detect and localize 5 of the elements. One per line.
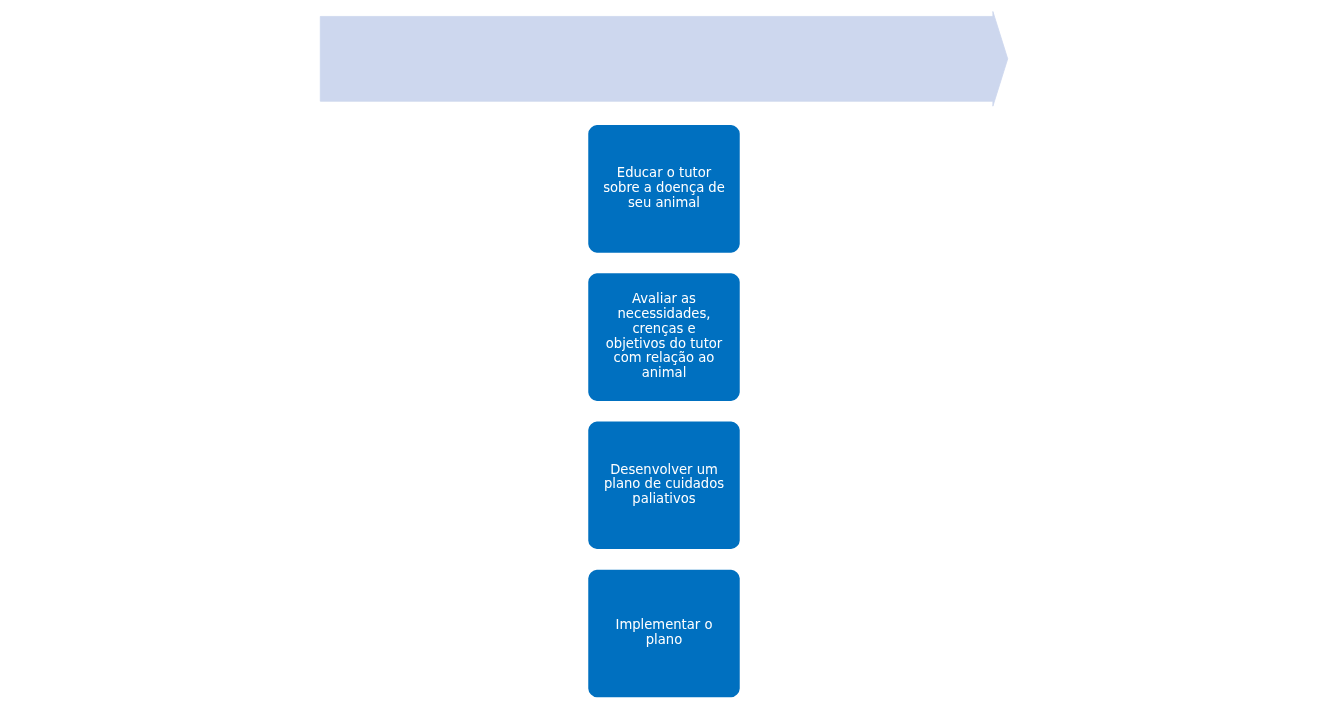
node-box: Educar o tutor sobre a doença de seu animal xyxy=(585,122,743,256)
node-box: Desenvolver um plano de cuidados paliativos xyxy=(585,419,743,552)
node-box: Avaliar as necessidades, crenças e objetivos do tutor com relação ao animal xyxy=(585,270,743,404)
node-arrow xyxy=(319,11,1009,107)
node-box: Implementar o plano xyxy=(585,567,743,700)
